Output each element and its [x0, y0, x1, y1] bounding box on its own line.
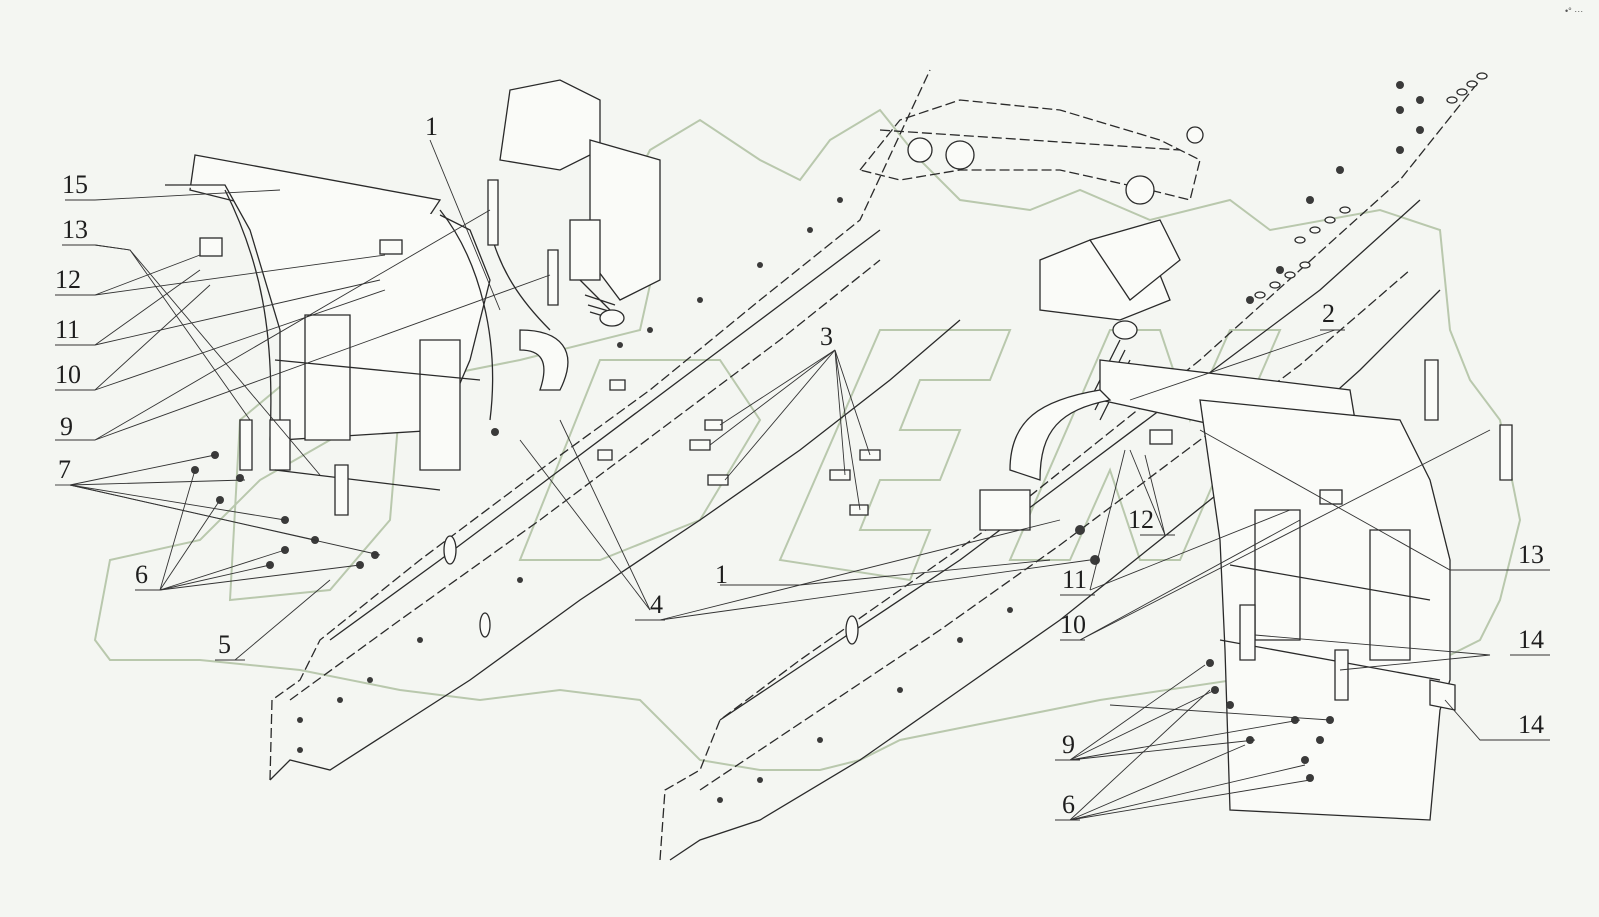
callout-1: 1 [425, 112, 438, 141]
callout-6-left: 6 [135, 560, 148, 589]
callout-5: 5 [218, 630, 231, 659]
callout-underlines [55, 199, 1550, 821]
leader-lines [69, 139, 1530, 821]
callout-10-left: 10 [55, 360, 81, 389]
frame-rail-left [269, 69, 961, 781]
frame-rail-right [659, 79, 1481, 861]
callout-7-left: 7 [58, 455, 71, 484]
watermark-logo [93, 108, 1522, 771]
shock-absorber-left [499, 79, 661, 327]
callout-14-number: 14 [1518, 710, 1544, 739]
callout-3: 3 [820, 322, 833, 351]
rail-holes [297, 72, 1488, 803]
bolts-center [597, 379, 881, 516]
callout-10-right: 11 [1062, 565, 1087, 594]
callout-11-right: 12 [1128, 505, 1154, 534]
corner-mark: •° ··· [1565, 6, 1583, 16]
mudguard-right [979, 359, 1456, 821]
callout-4: 4 [650, 590, 663, 619]
callout-12-left: 12 [55, 265, 81, 294]
callout-13-left: 13 [62, 215, 88, 244]
callout-7-right: 9 [1062, 730, 1075, 759]
cross-member [858, 99, 1204, 205]
callout-12-right: 13 [1518, 540, 1544, 569]
callout-9-left: 9 [60, 412, 73, 441]
callout-11-left: 11 [55, 315, 80, 344]
mudguard-left [165, 154, 569, 491]
callout-6-right: 6 [1062, 790, 1075, 819]
fasteners-left [191, 179, 559, 569]
shock-absorber-right [1039, 219, 1181, 421]
callout-9-right: 10 [1060, 610, 1086, 639]
callout-1-b: 1 [715, 560, 728, 589]
callout-15: 15 [62, 170, 88, 199]
callout-labels: 15 13 12 11 10 9 7 6 5 1 1 4 3 2 12 11 1… [55, 112, 1544, 819]
callout-2: 2 [1322, 299, 1335, 328]
callout-13-right: 14 [1518, 625, 1544, 654]
fasteners-right [1075, 359, 1513, 782]
